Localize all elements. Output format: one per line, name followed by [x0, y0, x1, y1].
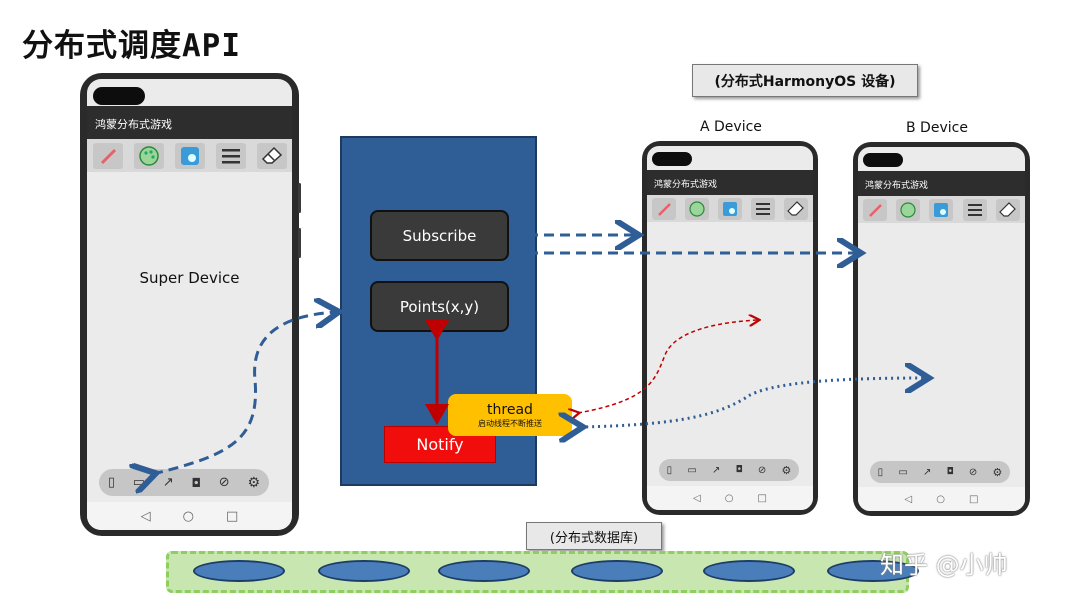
- back-button[interactable]: ◁: [140, 508, 151, 524]
- thread-box[interactable]: thread 启动线程不断推送: [448, 394, 572, 436]
- distributed-database-label: (分布式数据库): [526, 522, 662, 550]
- share-icon[interactable]: ↗: [162, 475, 174, 490]
- device-icon[interactable]: ▯: [107, 475, 116, 490]
- eraser-icon[interactable]: [784, 197, 809, 220]
- cast-icon[interactable]: ▭: [687, 464, 697, 476]
- database-disk: [193, 560, 285, 582]
- super-device-label: Super Device: [139, 269, 240, 287]
- device-a-phone: 鸿蒙分布式游戏 ▯ ▭ ↗ ◘ ⊘ ⚙ ◁ ○ □: [642, 141, 818, 515]
- back-button[interactable]: ◁: [693, 492, 701, 504]
- harmonyos-devices-label: (分布式HarmonyOS 设备): [692, 64, 918, 97]
- subscribe-box[interactable]: Subscribe: [370, 210, 509, 261]
- home-button[interactable]: ○: [936, 493, 945, 505]
- image-icon[interactable]: [174, 142, 205, 169]
- points-box[interactable]: Points(x,y): [370, 281, 509, 332]
- thread-sublabel: 启动线程不断推送: [478, 418, 542, 428]
- image-icon[interactable]: [929, 198, 954, 221]
- page-title: 分布式调度API: [22, 28, 241, 64]
- device-a-label: A Device: [700, 119, 762, 135]
- share-icon[interactable]: ↗: [922, 466, 932, 478]
- recents-button[interactable]: □: [226, 508, 239, 524]
- home-button[interactable]: ○: [182, 508, 195, 524]
- device-icon[interactable]: ▯: [877, 466, 884, 478]
- drawing-toolbar: [87, 139, 292, 172]
- app-bar: 鸿蒙分布式游戏: [87, 106, 292, 139]
- device-b-label: B Device: [906, 120, 968, 136]
- database-disk: [571, 560, 663, 582]
- cast-icon[interactable]: ▭: [132, 475, 146, 490]
- camera-icon[interactable]: ◘: [191, 475, 202, 490]
- distributed-database-band: [166, 551, 909, 593]
- watermark: 知乎 @小帅: [880, 551, 1008, 579]
- eraser-icon[interactable]: [256, 142, 287, 169]
- palette-icon[interactable]: [896, 198, 921, 221]
- database-disk: [703, 560, 795, 582]
- thread-label: thread: [487, 401, 533, 418]
- recents-button[interactable]: □: [757, 492, 767, 504]
- device-b-app-title: 鸿蒙分布式游戏: [865, 181, 929, 191]
- image-icon[interactable]: [717, 197, 742, 220]
- device-icon[interactable]: ▯: [666, 464, 673, 476]
- database-disk: [318, 560, 410, 582]
- settings-icon[interactable]: ⚙: [247, 474, 261, 491]
- device-a-app-title: 鸿蒙分布式游戏: [654, 180, 718, 190]
- menu-icon[interactable]: [962, 198, 987, 221]
- database-disk: [827, 560, 919, 582]
- menu-icon[interactable]: [751, 197, 776, 220]
- compass-icon[interactable]: ⊘: [218, 475, 230, 490]
- cast-icon[interactable]: ▭: [898, 466, 908, 478]
- share-icon[interactable]: ↗: [711, 464, 721, 476]
- home-button[interactable]: ○: [724, 492, 734, 504]
- eraser-icon[interactable]: [996, 198, 1021, 221]
- camera-icon[interactable]: ◘: [735, 465, 743, 475]
- recents-button[interactable]: □: [968, 493, 979, 505]
- app-title: 鸿蒙分布式游戏: [95, 118, 172, 131]
- compass-icon[interactable]: ⊘: [757, 464, 767, 476]
- compass-icon[interactable]: ⊘: [968, 466, 978, 478]
- settings-icon[interactable]: ⚙: [781, 463, 792, 477]
- super-device-phone: 鸿蒙分布式游戏 Super Device ▯ ▭ ↗ ◘ ⊘ ⚙ ◁ ○ □: [80, 73, 301, 536]
- palette-icon[interactable]: [684, 197, 709, 220]
- brush-icon[interactable]: [862, 198, 887, 221]
- brush-icon[interactable]: [92, 142, 123, 169]
- settings-icon[interactable]: ⚙: [992, 465, 1003, 479]
- device-b-phone: 鸿蒙分布式游戏 ▯ ▭ ↗ ◘ ⊘ ⚙ ◁ ○ □: [853, 142, 1030, 516]
- system-nav-bar: ◁ ○ □: [87, 502, 292, 530]
- camera-cutout: [93, 87, 145, 105]
- camera-icon[interactable]: ◘: [946, 467, 954, 477]
- menu-icon[interactable]: [215, 142, 246, 169]
- back-button[interactable]: ◁: [904, 493, 913, 505]
- app-dock: ▯ ▭ ↗ ◘ ⊘ ⚙: [99, 469, 269, 496]
- palette-icon[interactable]: [133, 142, 164, 169]
- database-disk: [438, 560, 530, 582]
- brush-icon[interactable]: [651, 197, 676, 220]
